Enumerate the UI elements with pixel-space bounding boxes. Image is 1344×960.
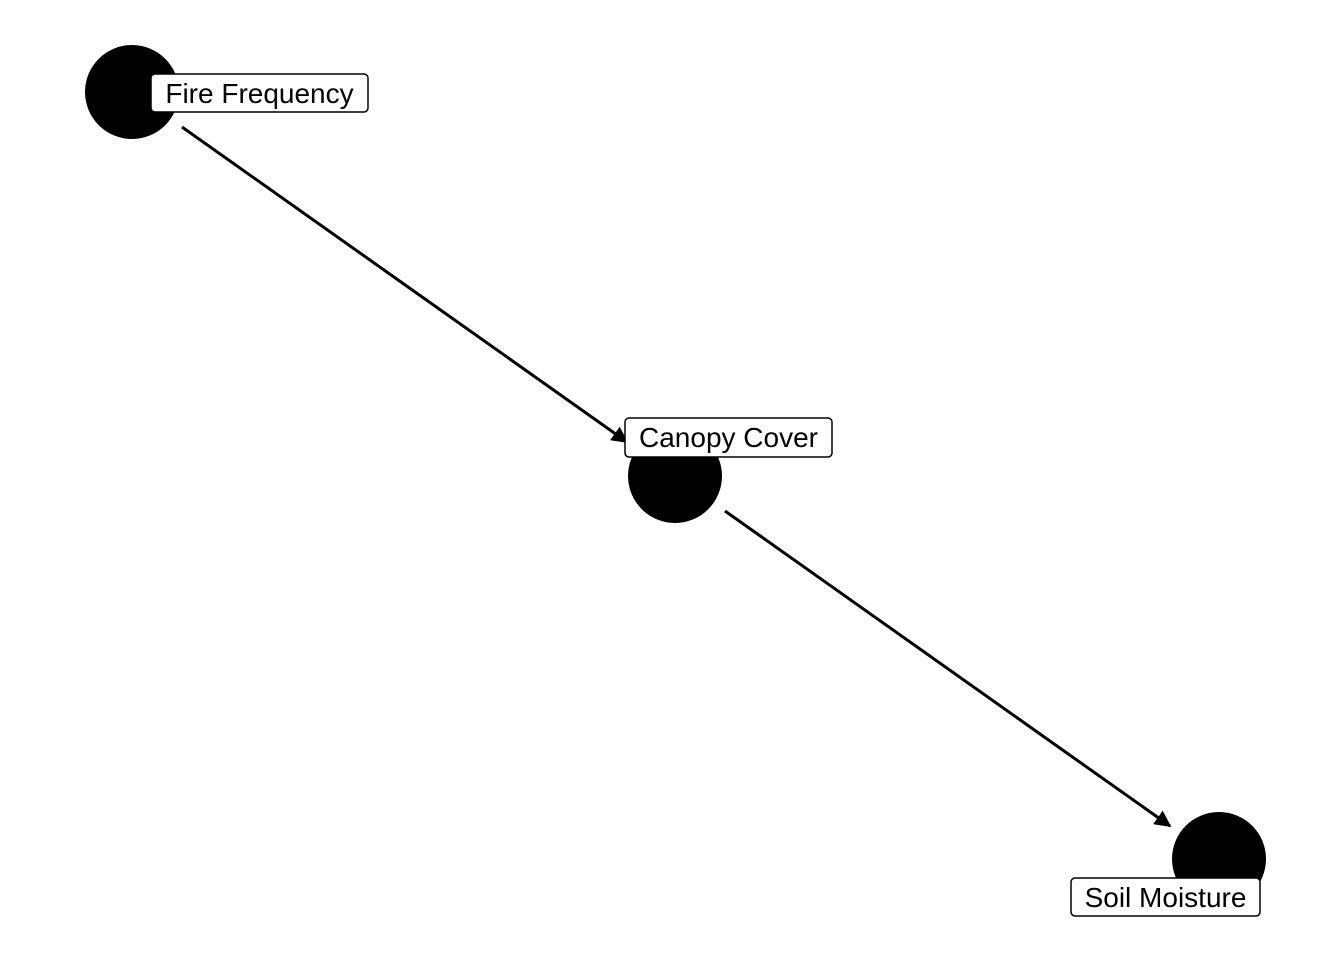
node-label-soil-moisture: Soil Moisture (1070, 877, 1261, 917)
edge-fire-frequency-to-canopy-cover (181, 125, 629, 444)
label-box-soil-moisture (1070, 877, 1261, 917)
node-fire-frequency (85, 45, 179, 139)
node-label-fire-frequency: Fire Frequency (150, 73, 369, 113)
edge-canopy-cover-to-soil-moisture (724, 509, 1172, 828)
labels-layer: Fire Frequency Canopy Cover Soil Moistur… (150, 73, 1261, 917)
node-label-canopy-cover: Canopy Cover (624, 417, 833, 458)
label-text-fire-frequency: Fire Frequency (165, 78, 353, 109)
label-text-soil-moisture: Soil Moisture (1085, 882, 1247, 913)
edges-layer (181, 125, 1172, 828)
nodes-layer (85, 45, 1266, 906)
label-box-fire-frequency (150, 73, 369, 113)
label-box-canopy-cover (624, 417, 833, 458)
label-text-canopy-cover: Canopy Cover (639, 422, 818, 453)
